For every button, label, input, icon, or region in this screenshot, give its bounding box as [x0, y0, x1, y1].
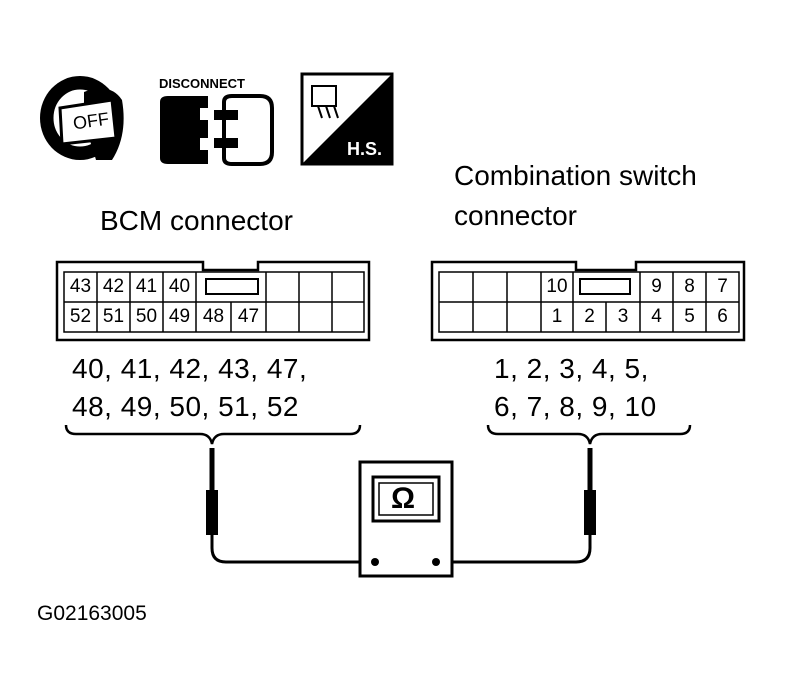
right-test-lead [436, 547, 592, 564]
bcm-pin-40: 40 [168, 276, 191, 297]
bcm-pin-list-line2: 48, 49, 50, 51, 52 [72, 391, 299, 422]
bcm-connector-title: BCM connector [100, 205, 293, 236]
bcm-pin-41: 41 [135, 276, 158, 297]
disconnect-connector-icon [160, 94, 274, 166]
right-probe [584, 448, 596, 548]
bcm-pin-brace [64, 424, 362, 445]
combo-pin-9: 9 [651, 276, 662, 297]
bcm-pin-48: 48 [202, 306, 225, 327]
harness-side-icon [300, 72, 394, 166]
bcm-pin-52: 52 [69, 306, 92, 327]
combo-pin-6: 6 [717, 306, 728, 327]
combo-pin-list-line1: 1, 2, 3, 4, 5, [494, 353, 649, 384]
combo-pin-3: 3 [617, 306, 629, 327]
harness-side-label: H.S. [347, 139, 383, 159]
ohmmeter [358, 460, 454, 578]
combo-pin-5: 5 [684, 306, 695, 327]
combo-pin-10: 10 [546, 276, 568, 297]
ignition-key-off-icon [40, 76, 124, 160]
bcm-connector [55, 260, 371, 342]
left-test-lead [210, 547, 375, 564]
ohm-symbol: Ω [391, 482, 416, 515]
combo-pin-8: 8 [684, 276, 695, 297]
combo-pin-4: 4 [651, 306, 662, 327]
combo-connector-title-line1: Combination switch [454, 160, 697, 191]
combination-switch-connector [430, 260, 746, 342]
combo-connector-title-line2: connector [454, 200, 577, 231]
bcm-pin-50: 50 [135, 306, 158, 327]
combo-pin-2: 2 [584, 306, 595, 327]
combo-pin-7: 7 [717, 276, 728, 297]
disconnect-label: DISCONNECT [159, 76, 245, 91]
combo-pin-brace [486, 424, 692, 445]
combo-pin-list-line2: 6, 7, 8, 9, 10 [494, 391, 657, 422]
figure-code: G02163005 [37, 602, 147, 625]
ignition-off-text: OFF [71, 108, 111, 134]
bcm-pin-42: 42 [102, 276, 125, 297]
bcm-pin-49: 49 [168, 306, 191, 327]
bcm-pin-51: 51 [102, 306, 125, 327]
bcm-pin-43: 43 [69, 276, 92, 297]
bcm-pin-47: 47 [237, 306, 260, 327]
bcm-pin-list-line1: 40, 41, 42, 43, 47, [72, 353, 308, 384]
combo-pin-1: 1 [551, 306, 563, 327]
left-probe [206, 448, 218, 548]
